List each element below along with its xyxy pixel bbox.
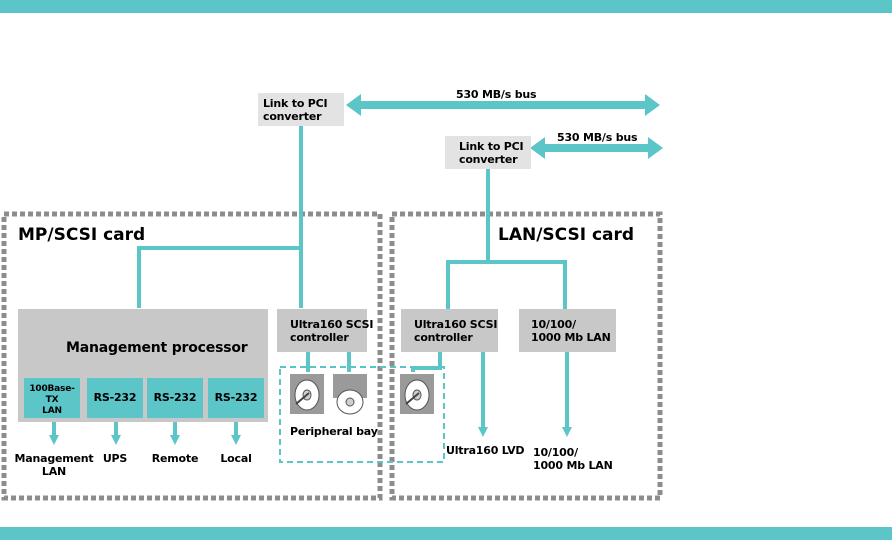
bus-bottom-label: 530 MB/s bus — [557, 131, 638, 144]
port-rs232-local — [208, 378, 264, 418]
port-0-line1: 100Base-TX — [29, 384, 75, 405]
output-management-lan: Management LAN — [10, 452, 98, 478]
bus-arrow-bottom — [530, 137, 663, 159]
lan-scsi-controller-line2: controller — [414, 331, 473, 344]
peripheral-bay-label: Peripheral bay — [290, 425, 378, 438]
converter-left-line1: Link to PCI — [263, 97, 328, 110]
output-lan: 10/100/ 1000 Mb LAN — [533, 446, 613, 472]
mp-controller-label: Ultra160 SCSI controller — [290, 318, 373, 344]
mp-controller-line1: Ultra160 SCSI — [290, 318, 374, 331]
output-lan-line1: 10/100/ — [533, 446, 578, 459]
converter-right-line2: converter — [459, 153, 518, 166]
port-rs232-ups — [87, 378, 143, 418]
hard-disk-icon — [400, 374, 434, 414]
converter-right-line1: Link to PCI — [459, 140, 524, 153]
port-0-line2: LAN — [42, 406, 62, 416]
output-ultra160-lvd: Ultra160 LVD — [446, 444, 525, 457]
peripheral-bay-box — [279, 366, 445, 463]
output-0-line2: LAN — [41, 465, 67, 478]
lan-scsi-controller-label: Ultra160 SCSI controller — [414, 318, 497, 344]
converter-right-label: Link to PCI converter — [459, 140, 524, 166]
link-to-pci-converter-left — [258, 93, 344, 126]
port-100base-tx — [24, 378, 80, 418]
lan-controller-label: 10/100/ 1000 Mb LAN — [531, 318, 611, 344]
mp-controller-line2: controller — [290, 331, 349, 344]
lan-controller-box — [519, 309, 616, 352]
lan-scsi-card-title: LAN/SCSI card — [498, 225, 635, 245]
management-processor-title: Management processor — [66, 340, 248, 356]
output-ups: UPS — [102, 452, 128, 465]
connection-lines — [137, 126, 567, 372]
output-local: Local — [220, 452, 252, 465]
bus-top-label: 530 MB/s bus — [456, 88, 537, 101]
lan-ultra160-scsi-controller — [401, 309, 498, 352]
port-label-rs232-2: RS-232 — [153, 391, 197, 404]
cd-drive-icon — [333, 374, 367, 415]
port-label-rs232-3: RS-232 — [214, 391, 258, 404]
output-0-line1: Management — [14, 452, 94, 465]
lan-controller-line1: 10/100/ — [531, 318, 576, 331]
port-rs232-remote — [147, 378, 203, 418]
converter-left-label: Link to PCI converter — [263, 97, 328, 123]
mp-scsi-card-border — [1, 211, 383, 501]
lan-scsi-controller-line1: Ultra160 SCSI — [414, 318, 498, 331]
lan-controller-line2: 1000 Mb LAN — [531, 331, 611, 344]
lan-scsi-card-border — [389, 211, 663, 501]
port-label-rs232-1: RS-232 — [93, 391, 137, 404]
bottom-accent-band — [0, 527, 892, 540]
port-label-100base-tx: 100Base-TX LAN — [24, 384, 80, 417]
top-accent-band — [0, 0, 892, 13]
hard-disk-icon — [290, 374, 324, 414]
bus-arrow-top — [346, 94, 660, 116]
mp-ultra160-scsi-controller — [277, 309, 367, 352]
output-remote: Remote — [151, 452, 199, 465]
mp-scsi-card-title: MP/SCSI card — [18, 225, 146, 245]
converter-left-line2: converter — [263, 110, 322, 123]
output-lan-line2: 1000 Mb LAN — [533, 459, 613, 472]
link-to-pci-converter-right — [445, 136, 531, 169]
